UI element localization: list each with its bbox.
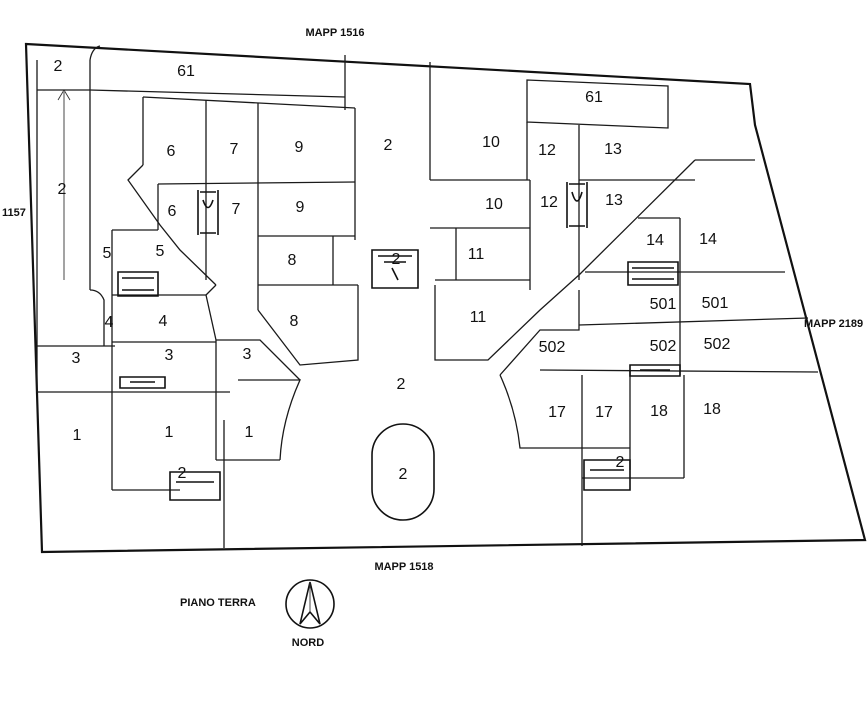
- unit-label: 502: [539, 339, 566, 356]
- label-floor: PIANO TERRA: [180, 597, 256, 609]
- label-bottom-mapp: MAPP 1518: [374, 561, 433, 573]
- left-strip: [36, 45, 346, 393]
- unit-label: 7: [232, 201, 241, 218]
- unit-label: 11: [468, 246, 485, 263]
- unit-label: 5: [103, 245, 112, 262]
- unit-label: 61: [585, 89, 603, 106]
- unit-label: 502: [704, 336, 731, 353]
- unit-label: 7: [230, 141, 239, 158]
- unit-label: 18: [703, 401, 721, 418]
- north-compass: [285, 579, 335, 629]
- unit-label: 8: [290, 313, 299, 330]
- unit-label: 3: [72, 350, 81, 367]
- unit-label: 9: [295, 139, 304, 156]
- unit-label: 5: [156, 243, 165, 260]
- units-top-right: [430, 79, 755, 361]
- unit-label: 13: [604, 141, 622, 158]
- unit-label: 11: [470, 309, 487, 326]
- unit-label: 501: [650, 296, 677, 313]
- label-left-parcel: 1157: [2, 207, 26, 219]
- units-left-middle: [111, 229, 302, 548]
- unit-label: 8: [288, 252, 297, 269]
- unit-label: 2: [616, 454, 625, 471]
- unit-label: 14: [646, 232, 664, 249]
- unit-label: 502: [650, 338, 677, 355]
- unit-label: 6: [167, 143, 176, 160]
- unit-label: 2: [178, 465, 187, 482]
- unit-label: 2: [397, 376, 406, 393]
- unit-label: 18: [650, 403, 668, 420]
- unit-label: 12: [538, 142, 556, 159]
- unit-labels: 2 61 61 6 7 9 2 10 12 13 2 6 7 9 10 12 1…: [54, 58, 731, 483]
- unit-label: 17: [595, 404, 613, 421]
- units-top-left: [127, 55, 359, 366]
- unit-label: 6: [168, 203, 177, 220]
- unit-label: 17: [548, 404, 566, 421]
- unit-label: 2: [58, 181, 67, 198]
- unit-label: 501: [702, 295, 729, 312]
- unit-label: 1: [165, 424, 174, 441]
- unit-label: 2: [384, 137, 393, 154]
- unit-label: 2: [54, 58, 63, 75]
- unit-label: 1: [245, 424, 254, 441]
- unit-label: 3: [243, 346, 252, 363]
- label-right-mapp: MAPP 2189: [804, 318, 863, 330]
- unit-label: 9: [296, 199, 305, 216]
- unit-label: 14: [699, 231, 717, 248]
- unit-label: 4: [159, 313, 168, 330]
- unit-label: 13: [605, 192, 623, 209]
- unit-label: 12: [540, 194, 558, 211]
- unit-label: 10: [485, 196, 503, 213]
- unit-label: 4: [105, 314, 114, 331]
- unit-label: 2: [392, 251, 401, 268]
- unit-label: 61: [177, 63, 195, 80]
- label-north: NORD: [292, 637, 324, 649]
- label-top-mapp: MAPP 1516: [305, 27, 364, 39]
- unit-label: 2: [399, 466, 408, 483]
- unit-label: 10: [482, 134, 500, 151]
- unit-label: 3: [165, 347, 174, 364]
- units-right-middle: [169, 217, 819, 546]
- property-boundary: [24, 42, 867, 554]
- unit-label: 1: [73, 427, 82, 444]
- central-area: [371, 62, 435, 521]
